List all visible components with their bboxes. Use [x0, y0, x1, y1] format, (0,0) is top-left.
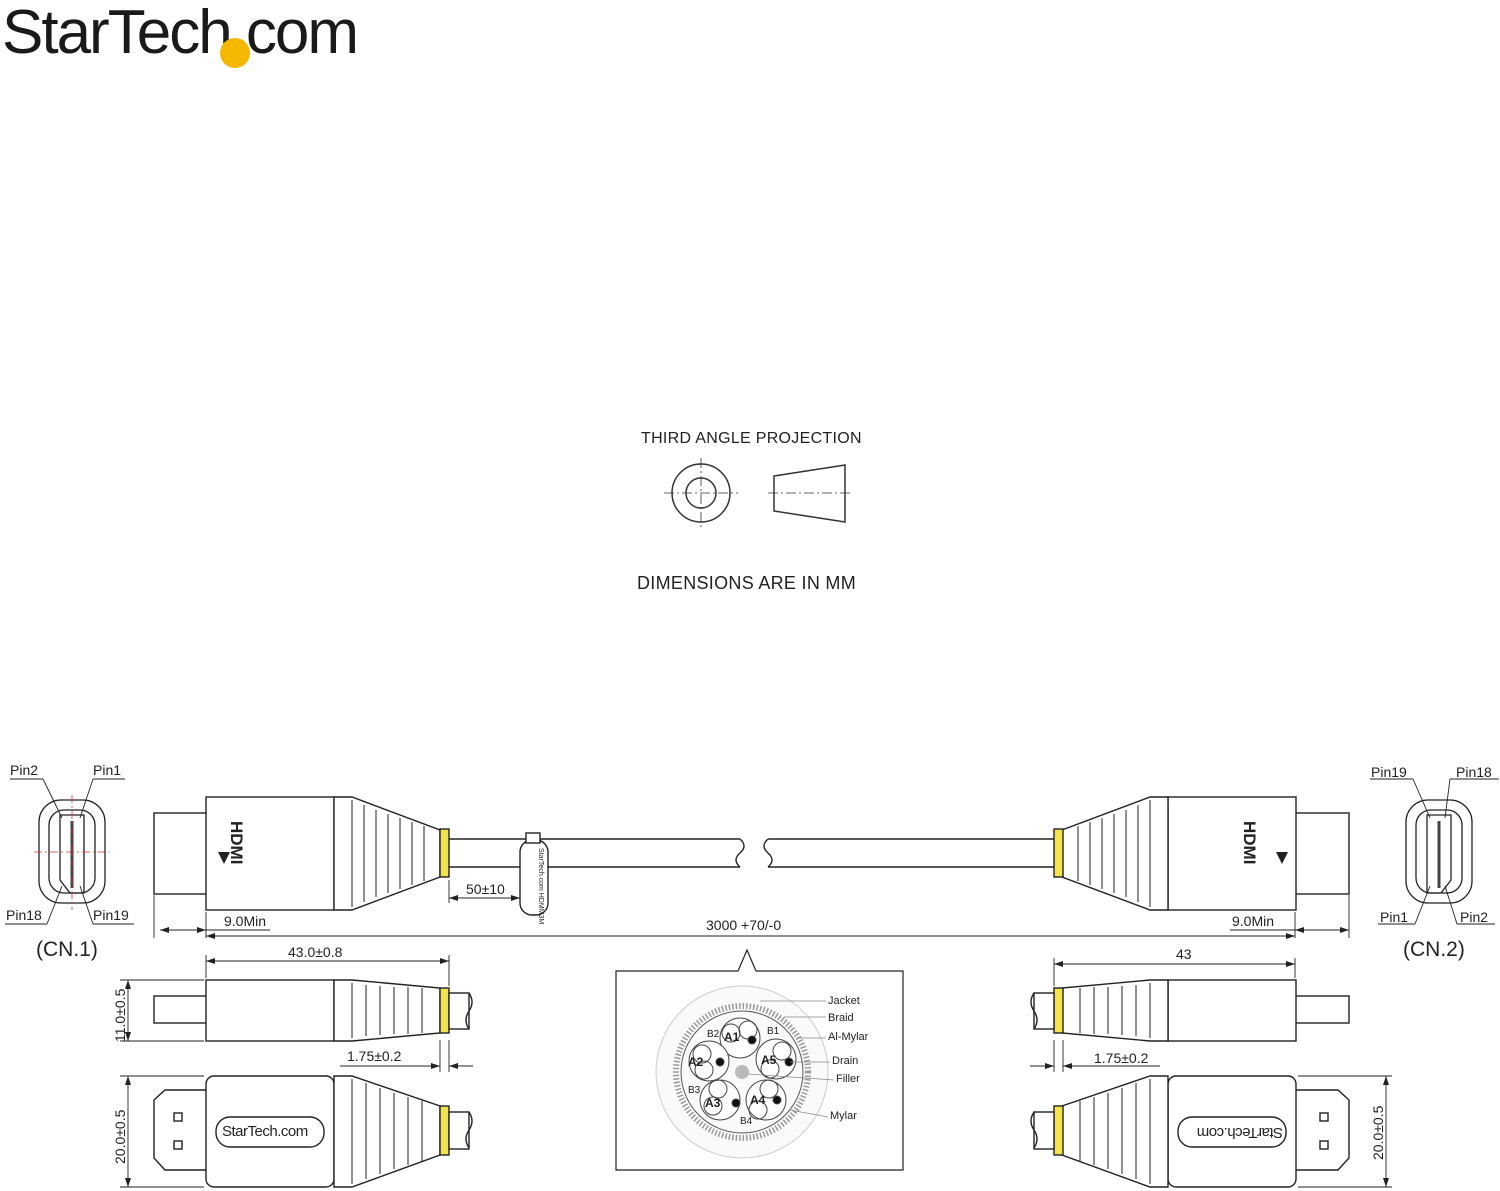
units-note: DIMENSIONS ARE IN MM — [637, 573, 857, 593]
layer-filler: Filler — [836, 1073, 860, 1085]
dim-tag-offset: 50±10 — [466, 881, 505, 897]
logo-dot-icon — [220, 38, 250, 68]
dim-left-height: 11.0±0.5 — [112, 988, 128, 1042]
right-front-view — [1030, 1075, 1350, 1188]
dim-left-plug-length: 43.0±0.8 — [288, 944, 343, 960]
dim-right-gap: 1.75±0.2 — [1094, 1050, 1149, 1066]
cn2-pin19-label: Pin19 — [1371, 764, 1407, 780]
pair-a2: A2 — [688, 1055, 704, 1069]
dim-left-min: 9.0Min — [224, 913, 267, 929]
hdmi-logo-right: HDMI — [1240, 821, 1259, 865]
shield-b2: B2 — [707, 1029, 720, 1040]
cn1-end-view — [5, 778, 134, 925]
pair-a5: A5 — [761, 1053, 777, 1067]
cn2-pin1-label: Pin1 — [1380, 909, 1409, 925]
left-side-view — [153, 979, 473, 1042]
cn1-pin18-label: Pin18 — [6, 907, 42, 923]
cn1-label: (CN.1) — [36, 938, 98, 961]
cable-tag-text: StarTech.com HDMM3M — [537, 848, 544, 925]
cn2-label: (CN.2) — [1403, 938, 1465, 961]
left-front-view — [153, 1075, 473, 1188]
logo-text: StarTech.com — [2, 0, 359, 67]
cn2-pin18-label: Pin18 — [1456, 764, 1492, 780]
layer-mylar: Mylar — [830, 1110, 857, 1122]
shield-b3: B3 — [688, 1085, 701, 1096]
hdmi-logo-left: HDMI — [227, 821, 246, 865]
projection-symbol-icon — [664, 458, 852, 528]
dim-left-width: 20.0±0.5 — [112, 1109, 128, 1164]
cn1-pin2-label: Pin2 — [10, 762, 39, 778]
shield-b1: B1 — [767, 1026, 780, 1037]
pair-a1: A1 — [724, 1030, 740, 1044]
dim-left-gap: 1.75±0.2 — [347, 1048, 402, 1064]
cn1-pin19-label: Pin19 — [93, 907, 129, 923]
layer-braid: Braid — [828, 1012, 854, 1024]
shield-b4: B4 — [740, 1116, 753, 1127]
cable-top-view — [153, 796, 1350, 916]
cn2-end-view — [1370, 778, 1499, 925]
pair-a4: A4 — [750, 1093, 766, 1107]
plug-brand-right: StarTech.com — [1197, 1124, 1283, 1141]
plug-brand-left: StarTech.com — [222, 1123, 308, 1140]
dim-right-plug-length: 43 — [1176, 946, 1192, 962]
layer-jacket: Jacket — [828, 995, 860, 1007]
dim-total-length: 3000 +70/-0 — [706, 917, 782, 933]
layer-al-mylar: Al-Mylar — [828, 1031, 869, 1043]
dim-right-width: 20.0±0.5 — [1370, 1105, 1386, 1160]
cn2-pin2-label: Pin2 — [1460, 909, 1489, 925]
dim-right-min: 9.0Min — [1232, 913, 1275, 929]
right-side-view — [1030, 979, 1350, 1042]
cn1-pin1-label: Pin1 — [93, 762, 122, 778]
layer-drain: Drain — [832, 1055, 859, 1067]
projection-title: THIRD ANGLE PROJECTION — [641, 430, 862, 447]
startech-logo: StarTech.com — [2, 0, 359, 67]
cable-cross-section — [655, 985, 835, 1159]
pair-a3: A3 — [705, 1096, 721, 1110]
